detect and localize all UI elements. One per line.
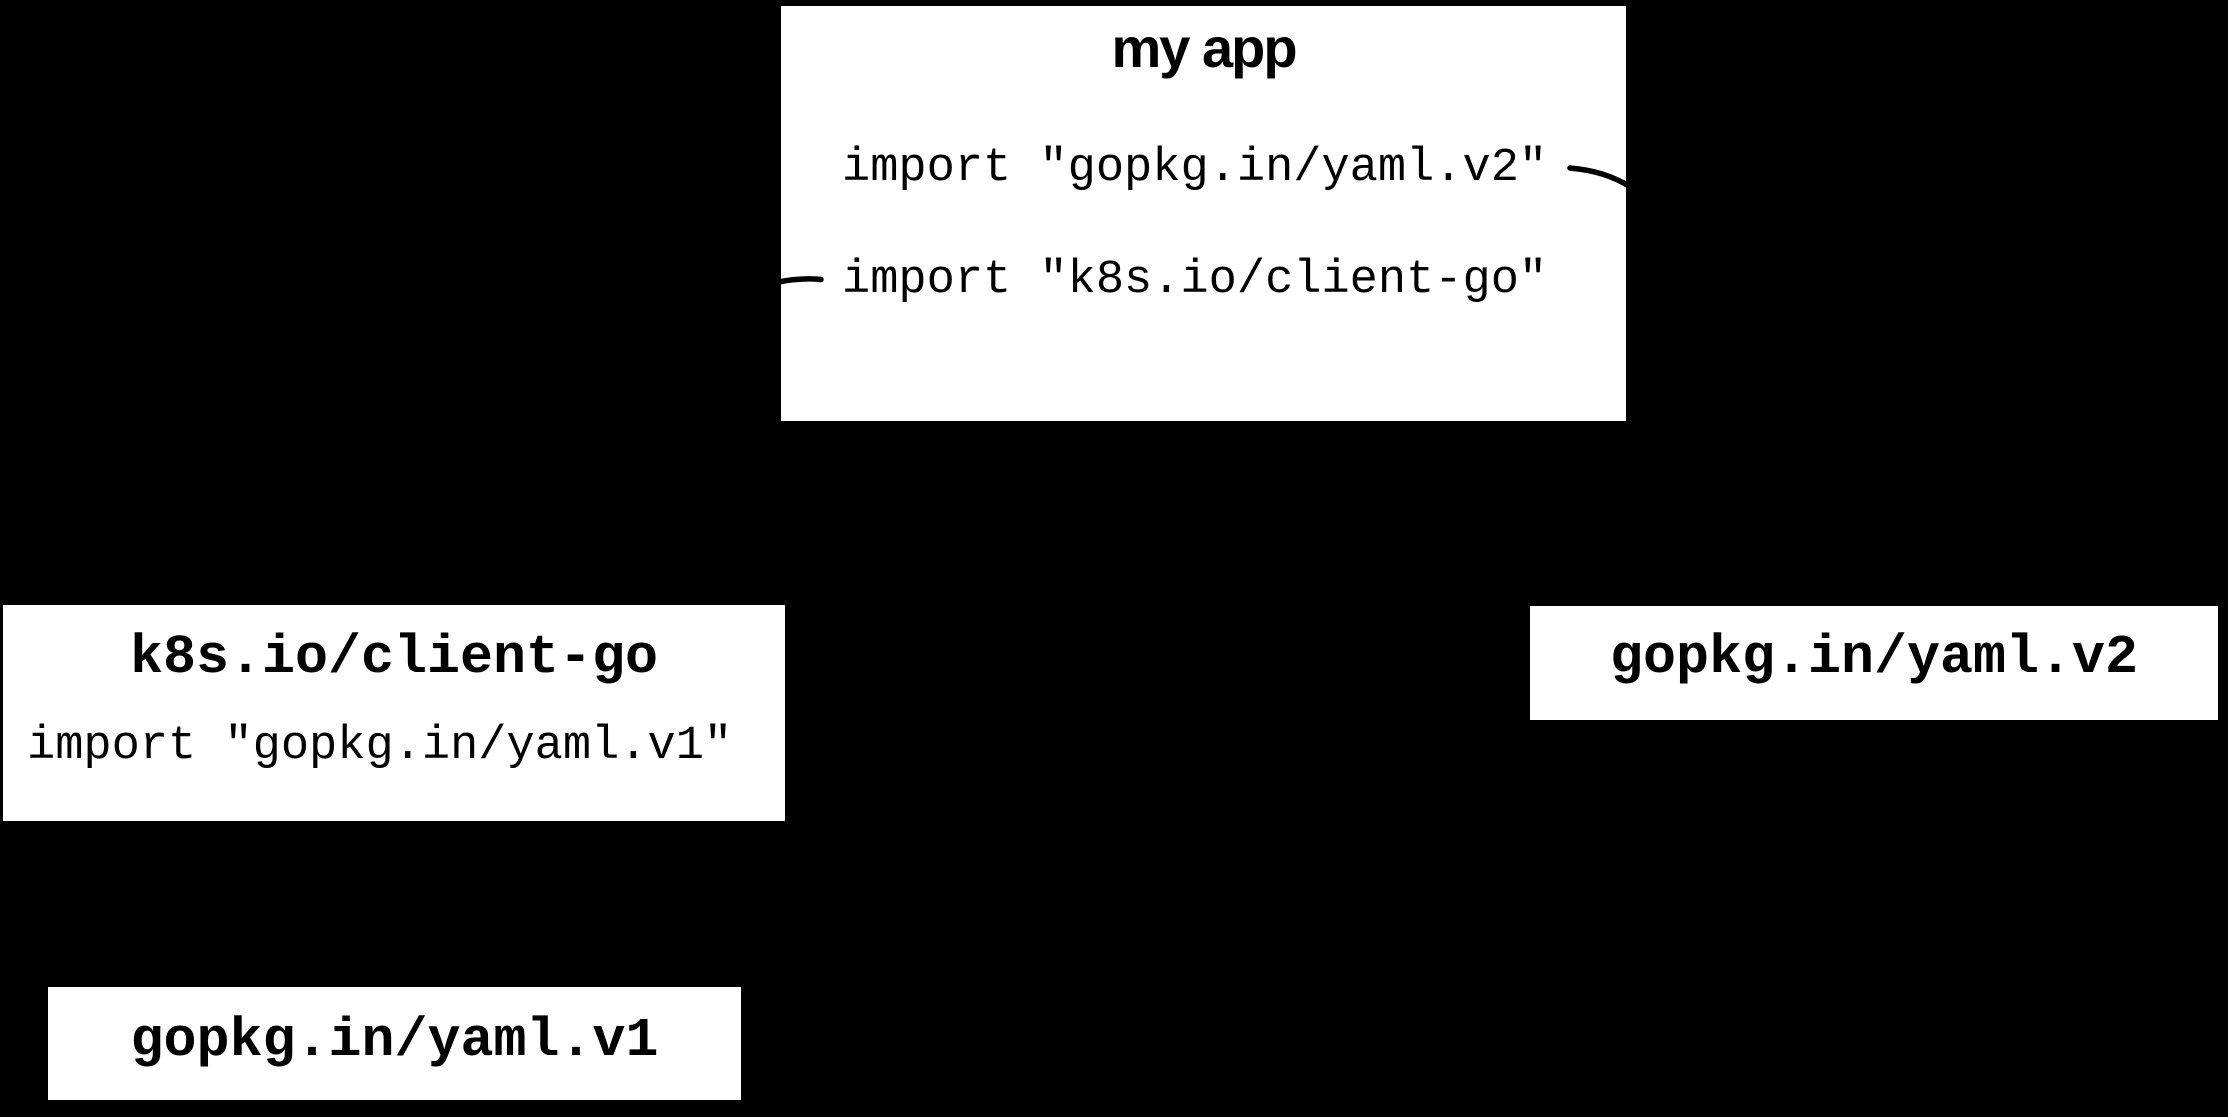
node-yaml-v2: gopkg.in/yaml.v2 xyxy=(1530,606,2218,720)
node-yaml-v1: gopkg.in/yaml.v1 xyxy=(48,987,741,1100)
node-title: my app xyxy=(1111,16,1297,79)
node-my-app: my app import "gopkg.in/yaml.v2" import … xyxy=(781,6,1626,421)
import-statement: import "gopkg.in/yaml.v2" xyxy=(842,142,1548,195)
node-title: k8s.io/client-go xyxy=(129,626,659,689)
import-statement: import "k8s.io/client-go" xyxy=(842,254,1548,307)
node-title: gopkg.in/yaml.v1 xyxy=(130,1009,659,1072)
node-title: gopkg.in/yaml.v2 xyxy=(1609,626,2139,689)
node-client-go: k8s.io/client-go import "gopkg.in/yaml.v… xyxy=(3,605,785,821)
import-statement: import "gopkg.in/yaml.v1" xyxy=(27,720,733,773)
